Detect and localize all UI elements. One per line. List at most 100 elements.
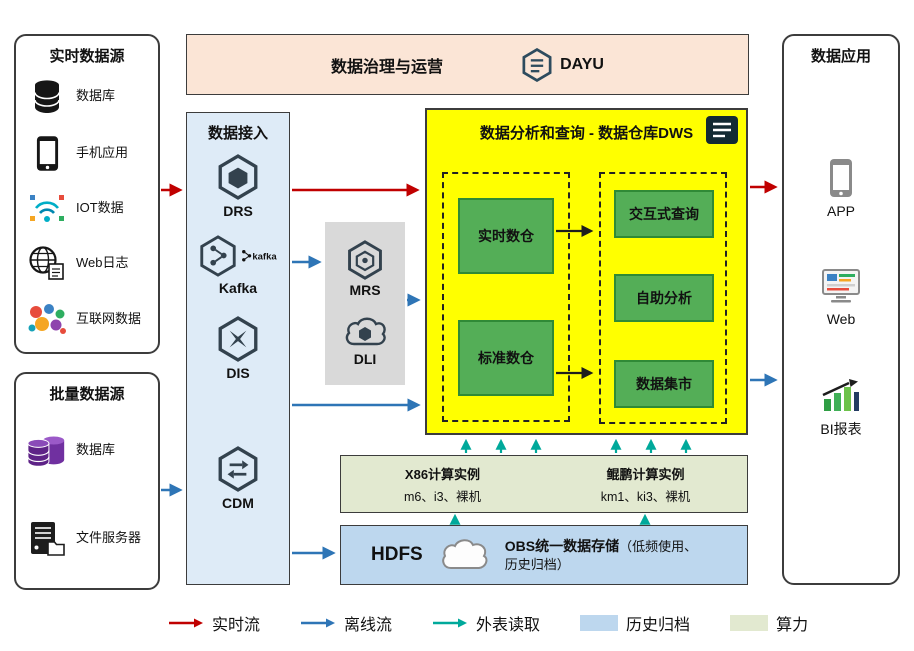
database-icon <box>26 78 68 114</box>
service-cdm: CDM <box>187 446 289 511</box>
app-item: Web <box>784 268 898 327</box>
dayu-icon <box>521 47 553 82</box>
internet-data-icon <box>26 302 68 336</box>
realtime-sources-list: 数据库 手机应用 <box>16 66 158 354</box>
batch-sources-title: 批量数据源 <box>49 386 125 403</box>
app-item: APP <box>784 158 898 219</box>
x86-title: X86计算实例 <box>404 466 481 482</box>
hdfs-label: HDFS <box>371 544 423 565</box>
standard-warehouse-box: 标准数仓 <box>458 320 554 396</box>
x86-detail: m6、i3、裸机 <box>403 489 482 504</box>
archive-swatch <box>580 615 619 631</box>
analytics-group: 交互式查询 自助分析 数据集市 <box>599 172 727 424</box>
service-dis: DIS <box>187 316 289 381</box>
web-log-icon <box>26 245 68 281</box>
obs-title: OBS统一数据存储 <box>504 537 620 554</box>
service-label: Kafka <box>218 280 258 296</box>
realtime-warehouse-box: 实时数仓 <box>458 198 554 274</box>
self-service-analysis-box: 自助分析 <box>614 274 714 322</box>
bi-report-icon <box>820 378 862 414</box>
batch-sources-list: 数据库 文件服务器 <box>16 404 158 590</box>
service-mrs: MRS <box>346 239 384 298</box>
legend-archive: 历史归档 <box>580 611 690 635</box>
legend-label: 离线流 <box>344 617 393 634</box>
legend-label: 历史归档 <box>626 617 691 634</box>
app-label: Web <box>826 311 856 327</box>
legend-compute: 算力 <box>730 611 808 635</box>
list-item: 数据库 <box>26 432 152 470</box>
list-item: Web日志 <box>26 245 152 281</box>
kunpeng-detail: km1、ki3、裸机 <box>600 489 691 504</box>
legend-external: 外表读取 <box>432 611 540 635</box>
app-label: APP <box>826 203 855 219</box>
dayu-label: DAYU <box>560 55 604 73</box>
obs-note: （低频使用、历史归档） <box>504 538 698 572</box>
source-label: 文件服务器 <box>76 530 142 546</box>
legend-label: 外表读取 <box>476 617 541 634</box>
service-label: DLI <box>353 351 377 368</box>
source-label: 数据库 <box>76 442 116 458</box>
governance-bar: 数据治理与运营 DAYU <box>186 34 749 95</box>
phone-icon <box>26 135 68 172</box>
external-arrow-icon <box>433 618 468 628</box>
dayu-badge: DAYU <box>521 47 604 82</box>
realtime-sources-title: 实时数据源 <box>49 48 125 65</box>
ingestion-title: 数据接入 <box>207 125 268 142</box>
cloud-icon <box>439 538 489 572</box>
app-item: BI报表 <box>784 378 898 439</box>
kunpeng-title: 鲲鹏计算实例 <box>606 466 685 482</box>
web-icon <box>820 268 862 306</box>
iot-icon <box>26 192 68 224</box>
file-server-icon <box>26 521 68 557</box>
obs-text: OBS统一数据存储（低频使用、历史归档） <box>505 537 705 573</box>
source-label: IOT数据 <box>76 200 124 216</box>
dli-icon <box>343 315 387 349</box>
source-label: 数据库 <box>76 88 116 104</box>
dws-box: 数据分析和查询 - 数据仓库DWS 实时数仓 标准数仓 交互式查询 自助分析 数… <box>425 108 748 435</box>
source-label: Web日志 <box>76 254 129 270</box>
warehouse-group: 实时数仓 标准数仓 <box>442 172 570 422</box>
realtime-arrow-icon <box>169 618 203 628</box>
batch-sources-panel: 批量数据源 数据库 <box>14 372 160 590</box>
source-label: 手机应用 <box>76 145 129 161</box>
compute-bar: X86计算实例 m6、i3、裸机 鲲鹏计算实例 km1、ki3、裸机 <box>340 455 748 513</box>
legend-offline: 离线流 <box>300 611 392 635</box>
source-label: 互联网数据 <box>76 310 142 326</box>
list-item: 文件服务器 <box>26 521 152 557</box>
drs-icon <box>216 154 260 200</box>
list-item: 数据库 <box>26 78 152 114</box>
list-item: 手机应用 <box>26 135 152 172</box>
governance-title: 数据治理与运营 <box>331 58 444 76</box>
service-label: DIS <box>226 365 250 381</box>
kafka-logo: kafka <box>242 250 277 262</box>
dis-icon <box>216 316 260 362</box>
compute-swatch <box>730 615 769 631</box>
service-drs: DRS <box>187 154 289 219</box>
legend-label: 实时流 <box>212 617 261 634</box>
app-label: BI报表 <box>820 421 862 437</box>
app-icon <box>828 158 854 198</box>
kunpeng-compute-cell: 鲲鹏计算实例 km1、ki3、裸机 <box>544 456 747 512</box>
applications-panel: 数据应用 APP <box>782 34 900 585</box>
interactive-query-box: 交互式查询 <box>614 190 714 238</box>
dws-title: 数据分析和查询 - 数据仓库DWS <box>479 125 694 142</box>
legend-realtime: 实时流 <box>168 611 260 635</box>
kafka-icon: kafka <box>198 235 278 277</box>
list-item: IOT数据 <box>26 192 152 224</box>
document-icon <box>705 115 739 145</box>
data-mart-box: 数据集市 <box>614 360 714 408</box>
applications-title: 数据应用 <box>810 48 871 65</box>
service-kafka: kafka Kafka <box>187 235 289 296</box>
database-purple-icon <box>26 432 68 470</box>
storage-bar: HDFS OBS统一数据存储（低频使用、历史归档） <box>340 525 748 585</box>
service-label: CDM <box>222 495 254 511</box>
svg-text:kafka: kafka <box>252 251 277 262</box>
realtime-sources-panel: 实时数据源 数据库 <box>14 34 160 354</box>
ingestion-panel: 数据接入 DRS <box>186 112 290 585</box>
mrs-icon <box>346 239 384 280</box>
offline-arrow-icon <box>301 618 336 628</box>
service-label: MRS <box>349 281 381 298</box>
service-label: DRS <box>223 203 253 219</box>
service-dli: DLI <box>343 315 387 367</box>
